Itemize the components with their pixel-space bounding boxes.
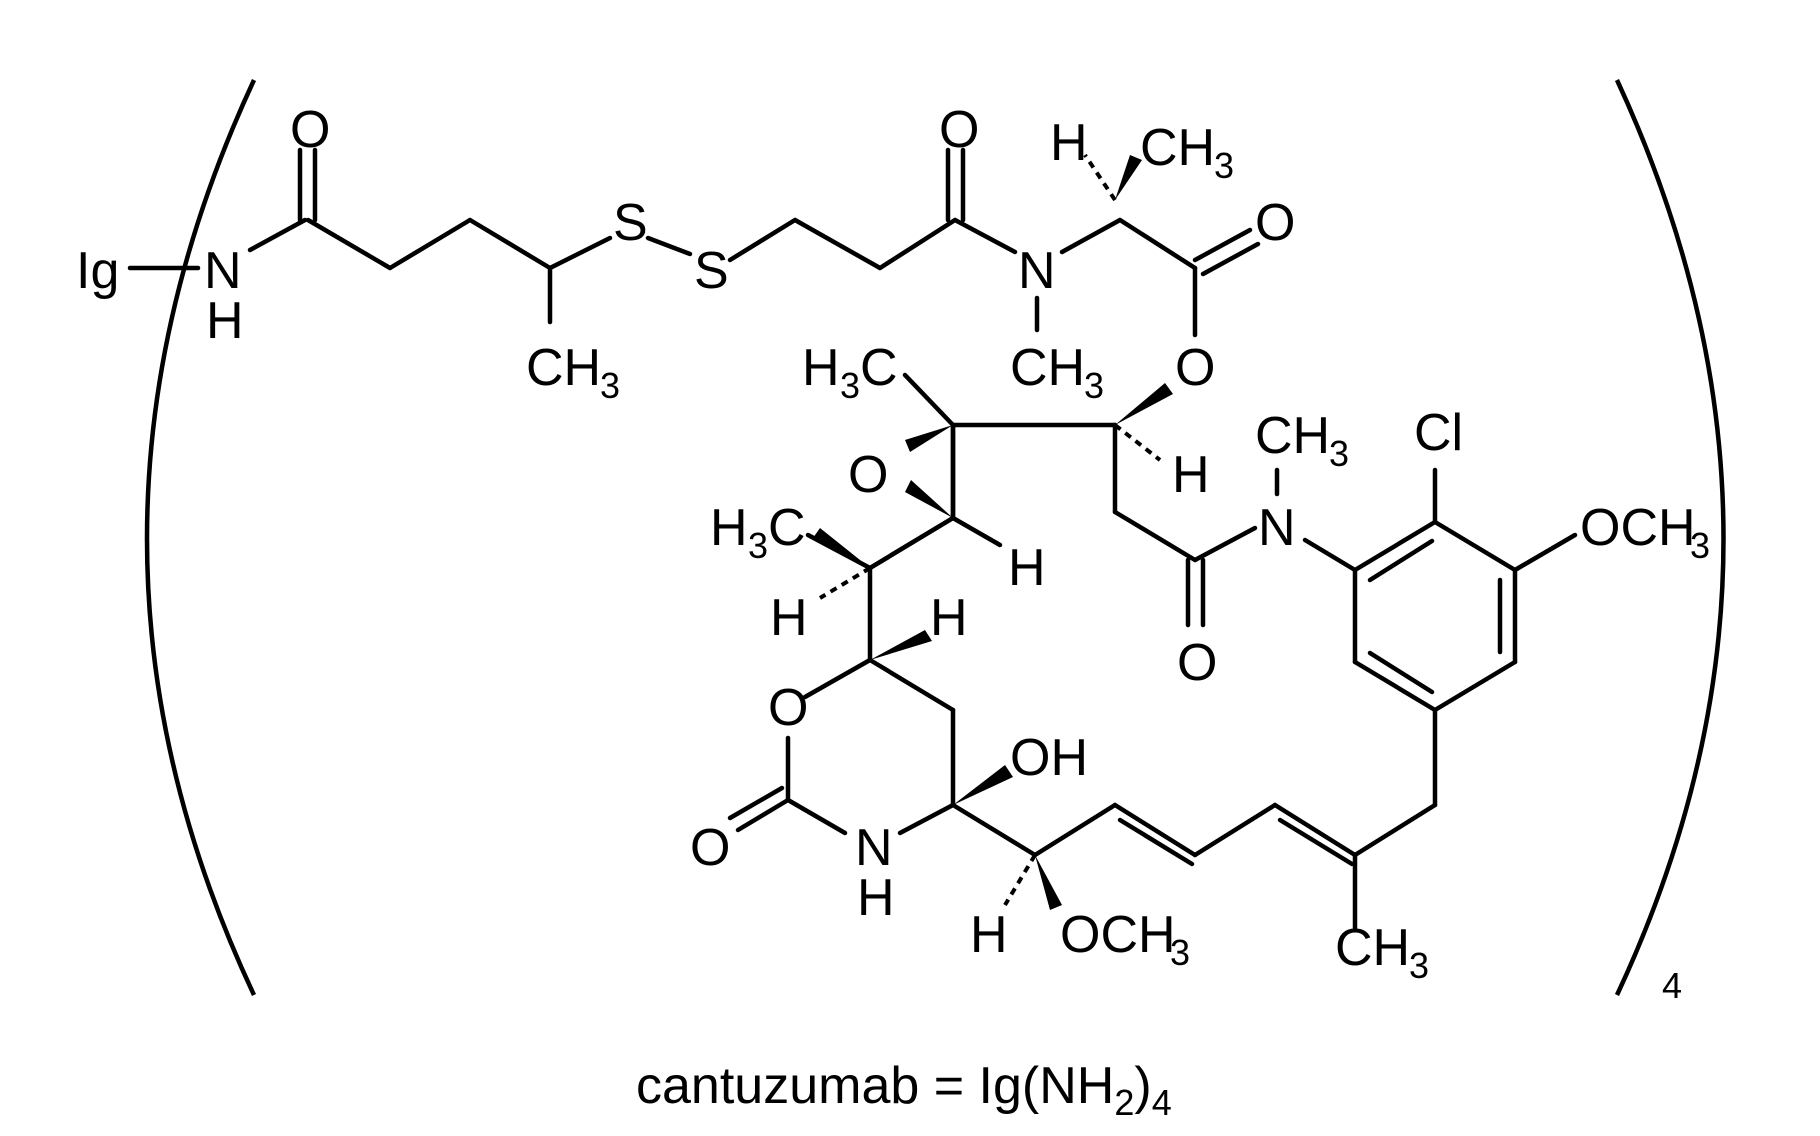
h3c-epoxide-group: H 3 C: [802, 339, 898, 406]
left-parenthesis: [144, 79, 257, 996]
amide-h-label: H: [206, 292, 244, 350]
n-methyl-label: N: [1018, 242, 1056, 300]
h-c7-label: H: [930, 589, 968, 647]
aryl-n-label: N: [1258, 499, 1296, 557]
caption-close: ): [1134, 1057, 1151, 1115]
ch3-nmethyl-label: CH: [1010, 339, 1085, 397]
h-alpha-label: H: [1050, 114, 1088, 172]
och3-aryl-label: OCH: [1580, 499, 1696, 557]
ring-o-label: O: [768, 679, 808, 737]
och3-c10-sub: 3: [1170, 932, 1190, 973]
h-c10-label: H: [970, 906, 1008, 964]
macrocycle-bonds: [727, 422, 1438, 933]
lactam-o-label: O: [1177, 634, 1217, 692]
stereo-hashes: [818, 153, 1162, 907]
sulfur-2-label: S: [694, 242, 729, 300]
h3c-left-group: H 3 C: [710, 499, 806, 566]
caption-main: cantuzumab = Ig(NH: [636, 1057, 1114, 1115]
linker-bonds: [127, 147, 1261, 338]
carbonyl-o2-label: O: [939, 101, 979, 159]
chlorine-label: Cl: [1414, 404, 1463, 462]
ig-label: Ig: [76, 242, 119, 300]
aromatic-ring-bonds: [1352, 467, 1578, 713]
h-c6-label: H: [770, 589, 808, 647]
hydroxyl-label: OH: [1010, 729, 1088, 787]
carbamate-h-label: H: [857, 869, 895, 927]
epoxide-bonds: [805, 372, 1003, 571]
svg-text:3: 3: [748, 525, 768, 566]
svg-text:H: H: [802, 339, 840, 397]
caption-sub-4: 4: [1152, 1082, 1172, 1123]
carbamate-n-label: N: [855, 819, 893, 877]
caption: cantuzumab = Ig(NH2)4: [636, 1057, 1172, 1123]
svg-text:C: C: [860, 339, 898, 397]
ch3-diene-label: CH: [1335, 919, 1410, 977]
ch3-aryl-n-sub: 3: [1329, 433, 1349, 474]
ch3-nmethyl-sub: 3: [1084, 365, 1104, 406]
carbamate-o-label: O: [690, 819, 730, 877]
sulfur-1-label: S: [613, 194, 648, 252]
epoxide-o-label: O: [848, 446, 888, 504]
right-parenthesis: [1614, 79, 1726, 996]
ch3-alpha-label: CH: [1140, 119, 1215, 177]
svg-text:cantuzumab = Ig(NH2)4: cantuzumab = Ig(NH2)4: [636, 1057, 1172, 1123]
carbonyl-o1-label: O: [290, 101, 330, 159]
svg-text:C: C: [768, 499, 806, 557]
amide-n-label: N: [204, 242, 242, 300]
caption-sub-2: 2: [1114, 1082, 1134, 1123]
ch3-side-label: CH: [526, 339, 601, 397]
h-c3-label: H: [1172, 446, 1210, 504]
ester-o-label: O: [1175, 339, 1215, 397]
och3-c10-label: OCH: [1060, 906, 1176, 964]
h-epoxide-label: H: [1008, 539, 1046, 597]
repeat-count-label: 4: [1662, 965, 1682, 1006]
svg-text:3: 3: [840, 365, 860, 406]
ester-carbonyl-o-label: O: [1255, 194, 1295, 252]
och3-aryl-sub: 3: [1690, 525, 1710, 566]
ch3-aryl-n-label: CH: [1255, 407, 1330, 465]
ch3-side-sub: 3: [600, 365, 620, 406]
ch3-alpha-sub: 3: [1214, 145, 1234, 186]
stereo-wedges: [813, 155, 1173, 910]
ch3-diene-sub: 3: [1409, 945, 1429, 986]
svg-text:H: H: [710, 499, 748, 557]
